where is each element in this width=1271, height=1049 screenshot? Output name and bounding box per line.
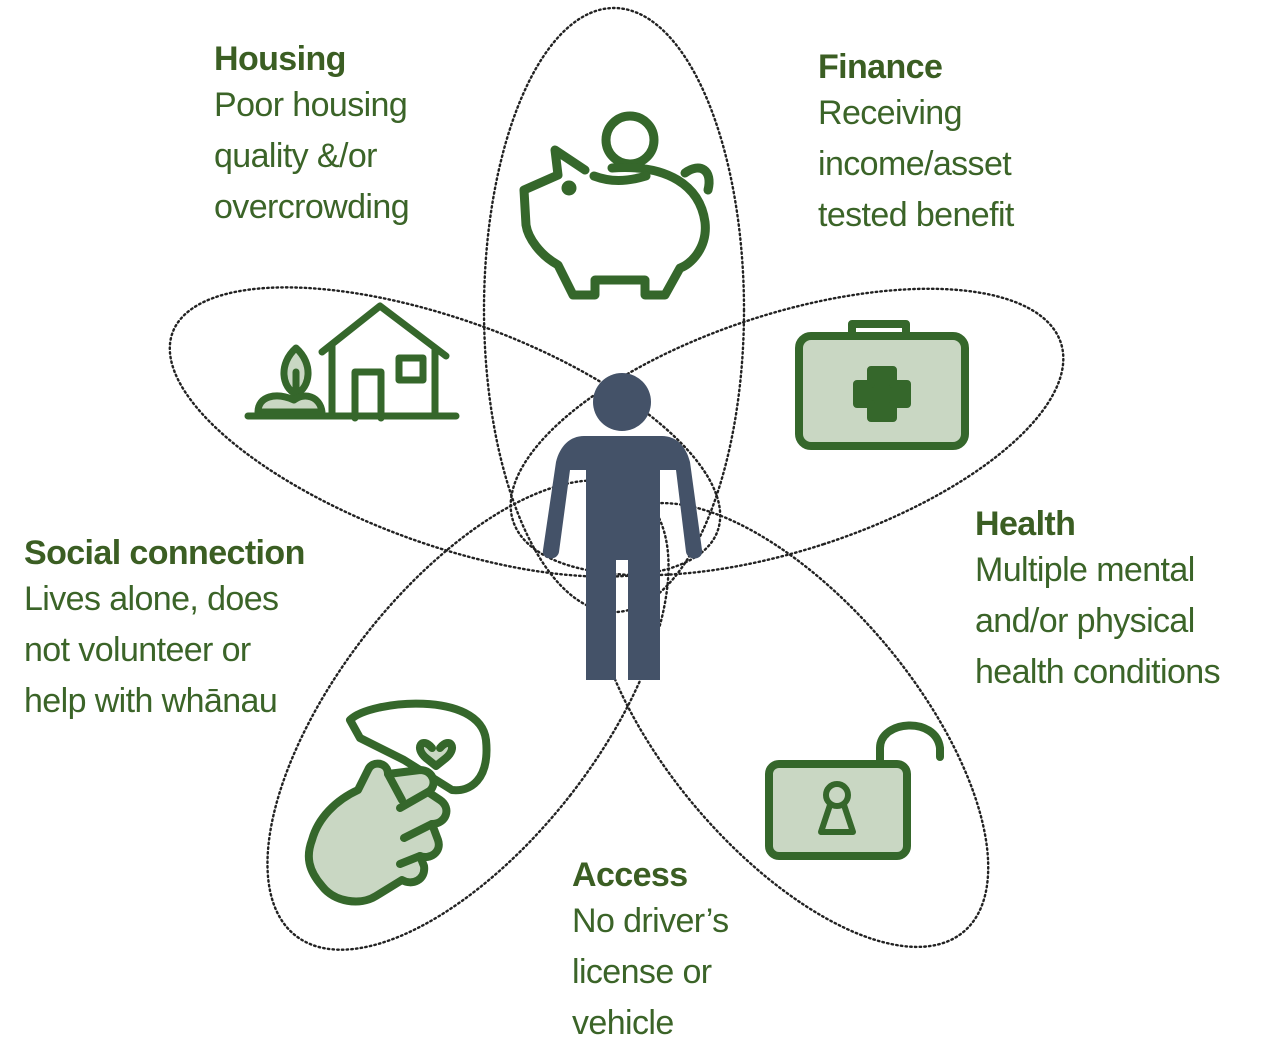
finance-description: Receiving income/asset tested benefit xyxy=(818,88,1014,241)
health-description: Multiple mental and/or physical health c… xyxy=(975,545,1221,698)
social-connection-description: Lives alone, does not volunteer or help … xyxy=(24,574,305,727)
housing-desc-line: overcrowding xyxy=(214,188,410,226)
access-desc-line: vehicle xyxy=(572,1004,674,1042)
housing-title: Housing xyxy=(214,40,346,78)
housing-block: Housing Poor housing quality &/or overcr… xyxy=(214,38,410,233)
access-description: No driver’s license or vehicle xyxy=(572,896,729,1049)
housing-desc-line: quality &/or xyxy=(214,137,377,175)
housing-description: Poor housing quality &/or overcrowding xyxy=(214,80,410,233)
health-title: Health xyxy=(975,505,1076,543)
access-block: Access No driver’s license or vehicle xyxy=(572,854,729,1049)
petal-housing xyxy=(168,286,722,578)
finance-desc-line: tested benefit xyxy=(818,196,1014,234)
house-icon xyxy=(244,302,460,422)
health-block: Health Multiple mental and/or physical h… xyxy=(975,503,1221,698)
health-desc-line: and/or physical xyxy=(975,602,1195,640)
petal-access xyxy=(590,501,990,949)
first-aid-kit-icon xyxy=(795,320,969,450)
housing-desc-line: Poor housing xyxy=(214,86,408,124)
padlock-icon xyxy=(765,721,944,860)
access-desc-line: No driver’s xyxy=(572,902,729,940)
person-icon xyxy=(542,373,703,680)
access-title: Access xyxy=(572,856,688,894)
piggy-bank-icon xyxy=(519,111,714,300)
social-connection-block: Social connection Lives alone, does not … xyxy=(24,532,305,727)
finance-block: Finance Receiving income/asset tested be… xyxy=(818,46,1014,241)
health-desc-line: Multiple mental xyxy=(975,551,1195,589)
social-desc-line: Lives alone, does xyxy=(24,580,279,618)
finance-desc-line: income/asset xyxy=(818,145,1012,183)
finance-title: Finance xyxy=(818,48,943,86)
finance-desc-line: Receiving xyxy=(818,94,963,132)
social-connection-title: Social connection xyxy=(24,534,305,572)
petal-health xyxy=(509,287,1065,577)
hand-heart-icon xyxy=(304,699,491,906)
social-desc-line: help with whānau xyxy=(24,682,278,720)
social-desc-line: not volunteer or xyxy=(24,631,251,669)
access-desc-line: license or xyxy=(572,953,712,991)
health-desc-line: health conditions xyxy=(975,653,1221,691)
